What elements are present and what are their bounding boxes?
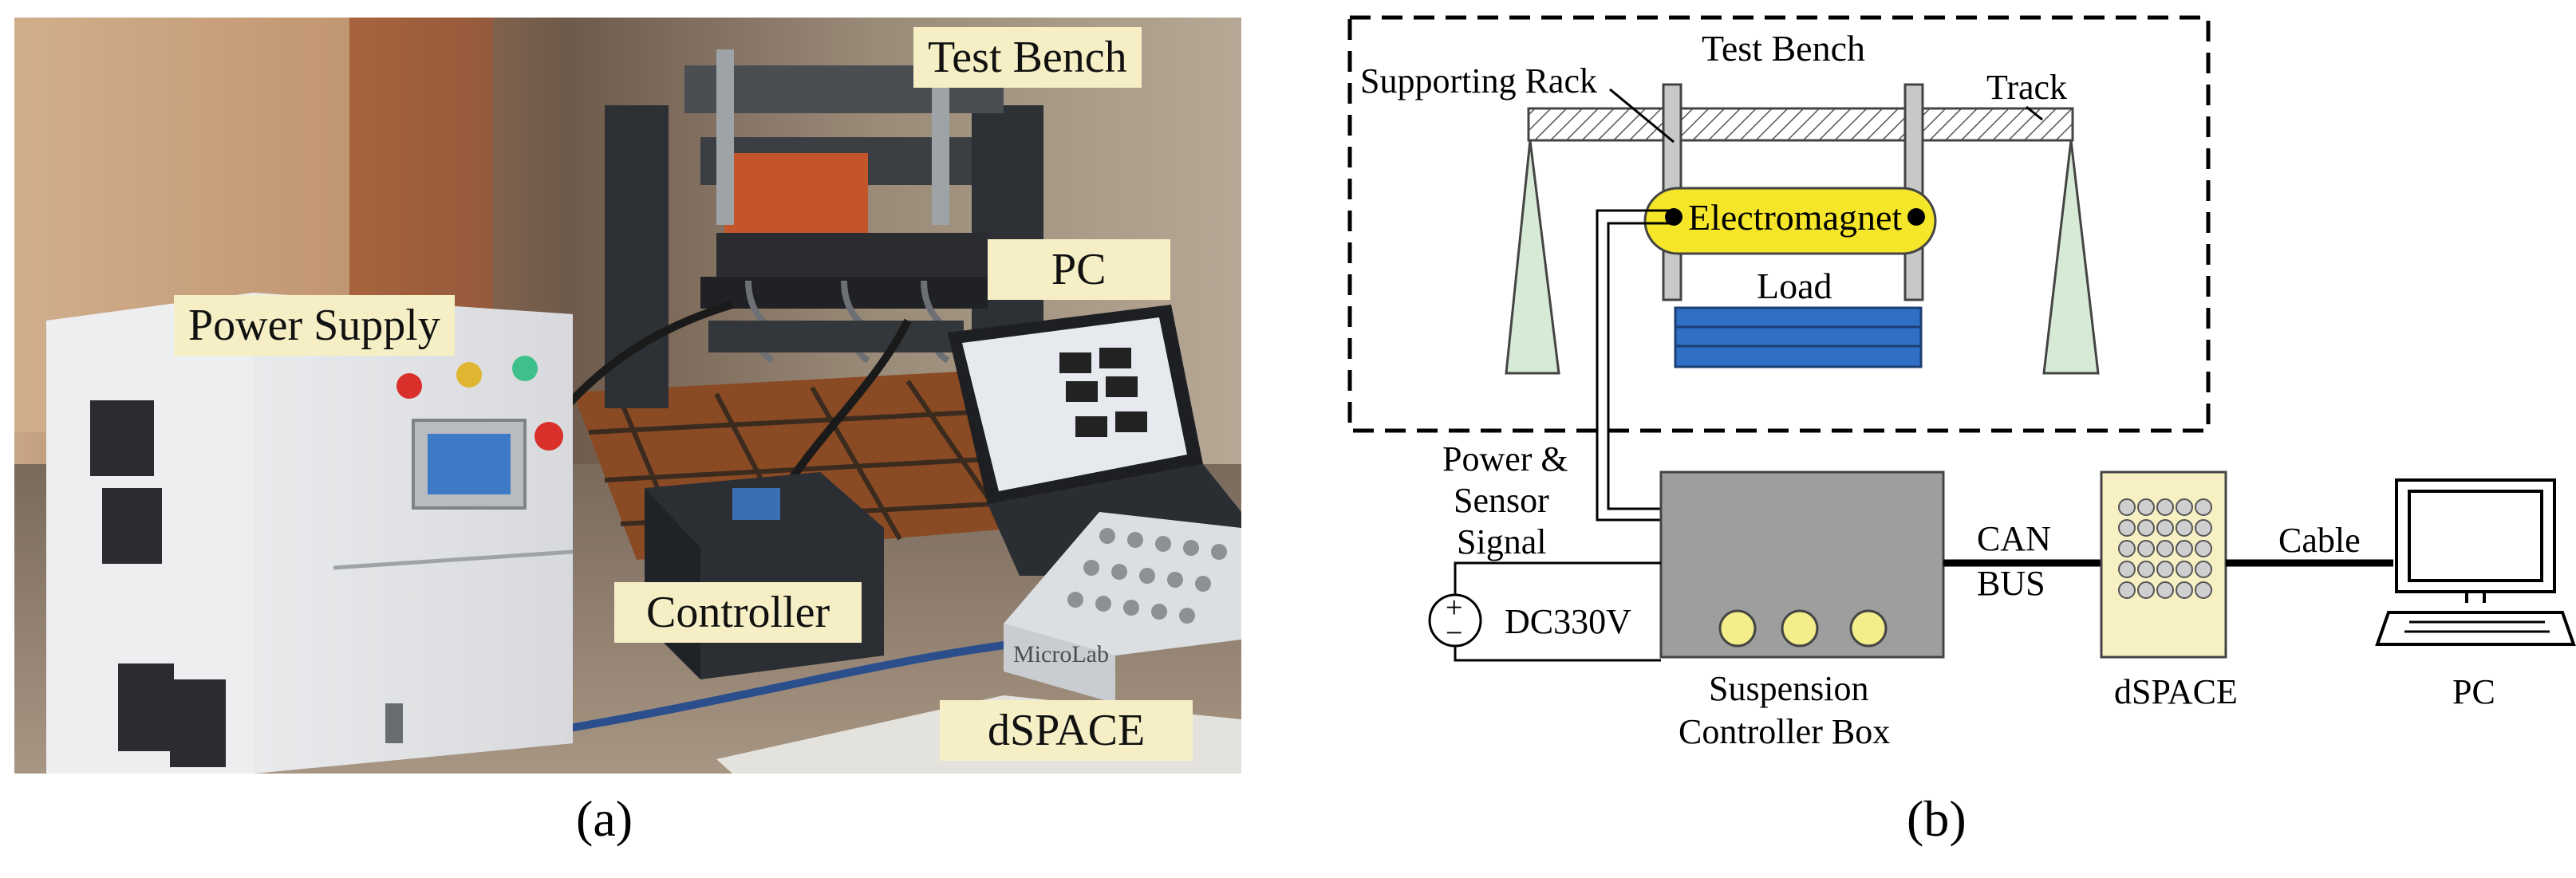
label-dspace-photo: dSPACE (940, 700, 1193, 761)
power-sensor-label-2: Sensor (1454, 481, 1549, 520)
dc-plus-sign: + (1446, 591, 1462, 624)
load-block (1674, 306, 1923, 368)
dspace-brand-text: MicroLab (1013, 641, 1109, 667)
power-sensor-line (1596, 209, 1674, 522)
track (1527, 107, 2074, 142)
support-pillar-right (2042, 140, 2100, 375)
power-sensor-label-3: Signal (1457, 522, 1546, 561)
controller-knob-3 (1849, 609, 1888, 648)
suspension-controller-box (1659, 470, 1945, 659)
photo-scene: MicroLab (14, 18, 1241, 774)
dc-minus-sign: − (1446, 616, 1462, 650)
cable-label: Cable (2278, 521, 2361, 560)
pc-icon (2375, 478, 2576, 646)
label-power-supply-photo: Power Supply (174, 295, 455, 356)
can-label-1: CAN (1977, 519, 2051, 558)
pc-label: PC (2452, 672, 2495, 711)
support-pillar-left (1505, 140, 1560, 375)
label-controller-photo: Controller (614, 582, 862, 643)
controller-box-label-1: Suspension (1709, 669, 1868, 708)
caption-b: (b) (1907, 790, 1967, 847)
label-test-bench-photo: Test Bench (913, 27, 1142, 88)
panel-a-photo: MicroLab Test Bench PC Power Supply Cont… (14, 18, 1241, 774)
can-label-2: BUS (1977, 564, 2045, 603)
electromagnet-terminal-left (1665, 208, 1682, 226)
label-pc-photo: PC (988, 239, 1170, 300)
test-bench-boundary (1347, 15, 2211, 433)
electromagnet-terminal-right (1907, 208, 1925, 226)
electromagnet (1643, 187, 1937, 255)
load-label: Load (1757, 266, 1832, 306)
dspace-connectors (2118, 498, 2212, 599)
controller-knob-2 (1781, 609, 1819, 648)
caption-a: (a) (576, 790, 633, 847)
test-bench-label: Test Bench (1702, 28, 1865, 69)
controller-box-label-2: Controller Box (1679, 712, 1890, 751)
electromagnet-label: Electromagnet (1688, 197, 1902, 238)
dspace-label: dSPACE (2114, 672, 2238, 711)
dc-source-label: DC330V (1505, 602, 1631, 641)
track-label: Track (1986, 68, 2067, 107)
dc-source (1428, 561, 1661, 662)
power-sensor-label-1: Power & (1442, 439, 1568, 478)
controller-knob-1 (1718, 609, 1757, 648)
supporting-rack-label: Supporting Rack (1360, 61, 1597, 100)
